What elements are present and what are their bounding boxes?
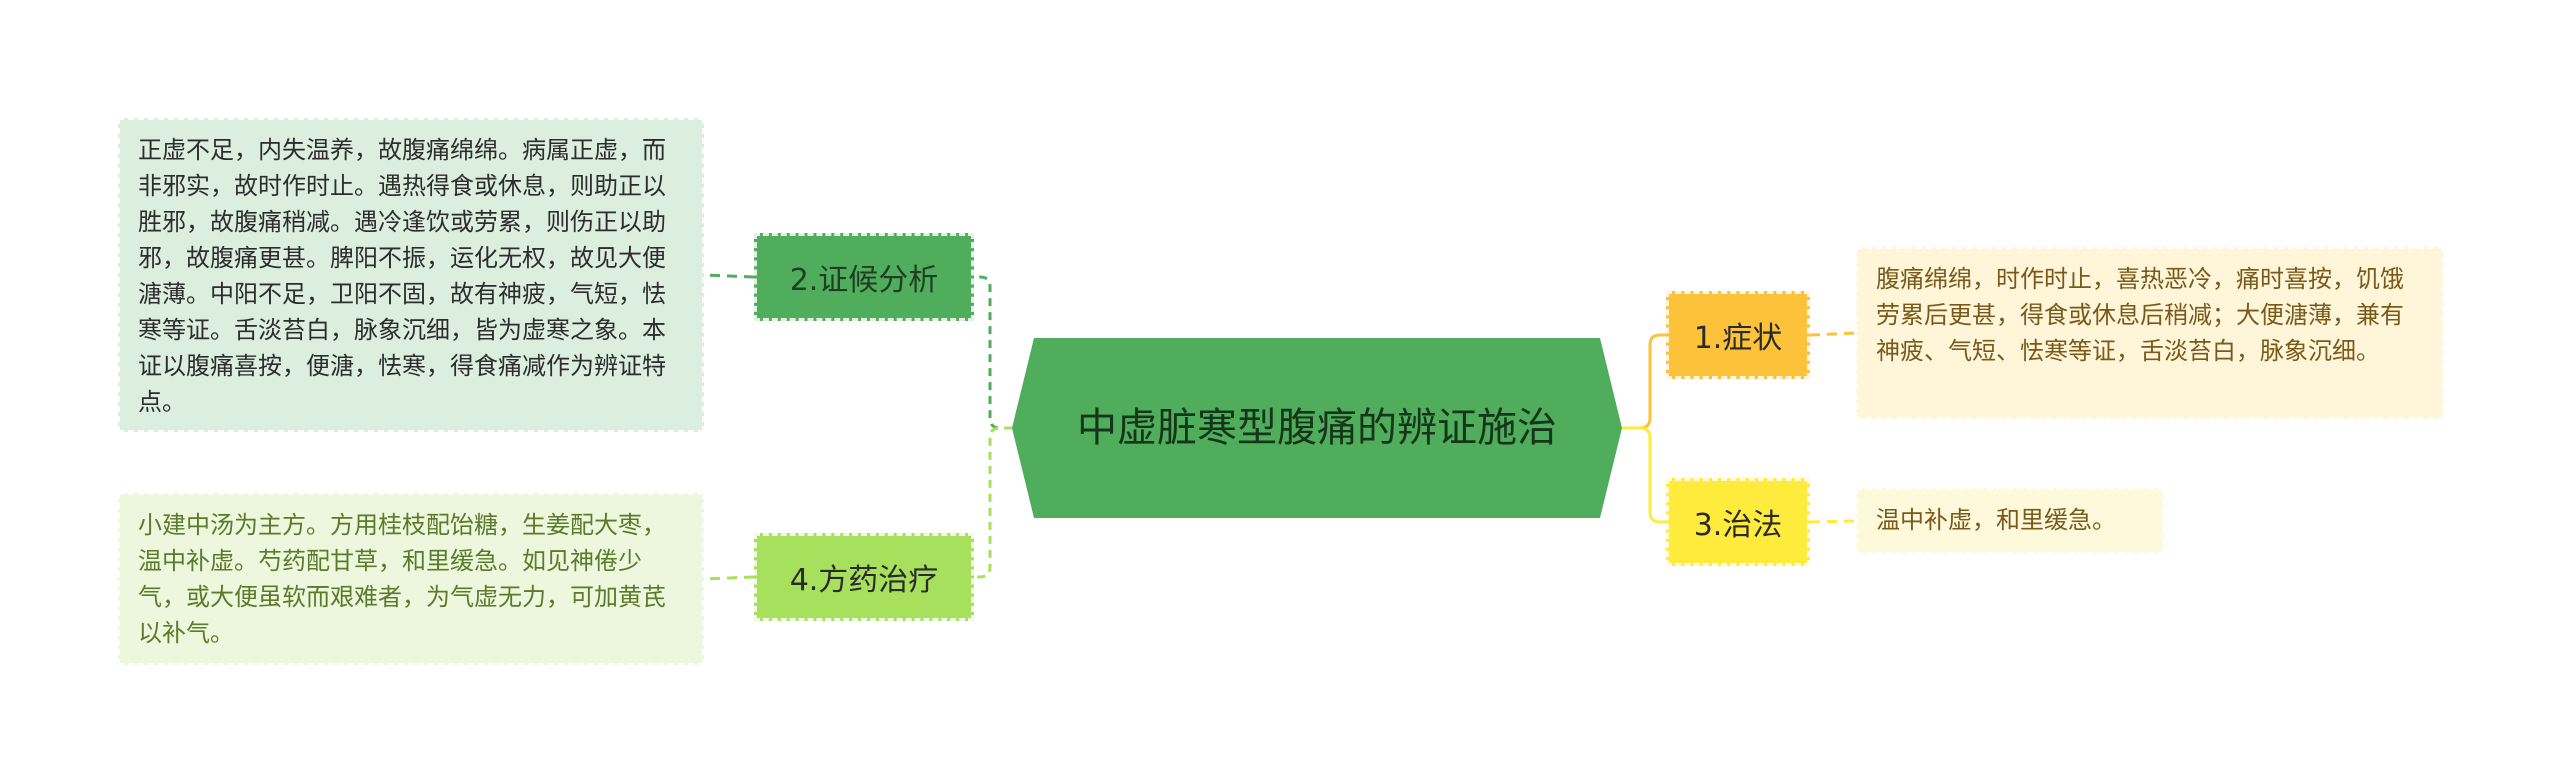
detail-prescription[interactable]: 小建中汤为主方。方用桂枝配饴糖，生姜配大枣，温中补虚。芍药配甘草，和里缓急。如见… xyxy=(118,493,704,665)
detail-syndrome-analysis[interactable]: 正虚不足，内失温养，故腹痛绵绵。病属正虚，而非邪实，故时作时止。遇热得食或休息，… xyxy=(118,118,704,432)
link-treatment-detail xyxy=(1809,519,1857,524)
detail-symptoms-text: 腹痛绵绵，时作时止，喜热恶冷，痛时喜按，饥饿劳累后更甚，得食或休息后稍减；大便溏… xyxy=(1876,265,2404,365)
link-analysis-detail xyxy=(703,273,755,279)
topic-treatment-principle[interactable]: 3.治法 xyxy=(1666,478,1810,566)
detail-treatment-principle[interactable]: 温中补虚，和里缓急。 xyxy=(1856,488,2164,554)
detail-prescription-text: 小建中汤为主方。方用桂枝配饴糖，生姜配大枣，温中补虚。芍药配甘草，和里缓急。如见… xyxy=(138,511,666,647)
topic-symptoms[interactable]: 1.症状 xyxy=(1666,291,1810,379)
topic-syndrome-analysis-label: 2.证候分析 xyxy=(789,263,939,298)
topic-symptoms-label: 1.症状 xyxy=(1693,321,1783,356)
link-center-analysis xyxy=(974,275,1012,430)
link-center-symptom xyxy=(1622,333,1666,430)
topic-treatment-principle-label: 3.治法 xyxy=(1693,508,1783,543)
link-center-treatment xyxy=(1622,426,1666,524)
detail-treatment-principle-text: 温中补虚，和里缓急。 xyxy=(1876,506,2116,534)
link-symptom-detail xyxy=(1809,331,1857,337)
central-topic-label: 中虚脏寒型腹痛的辨证施治 xyxy=(1077,405,1557,451)
detail-syndrome-analysis-text: 正虚不足，内失温养，故腹痛绵绵。病属正虚，而非邪实，故时作时止。遇热得食或休息，… xyxy=(138,136,666,416)
topic-prescription[interactable]: 4.方药治疗 xyxy=(754,533,974,621)
link-center-prescription xyxy=(974,426,1012,579)
link-prescription-detail xyxy=(703,575,755,581)
detail-symptoms[interactable]: 腹痛绵绵，时作时止，喜热恶冷，痛时喜按，饥饿劳累后更甚，得食或休息后稍减；大便溏… xyxy=(1856,247,2444,419)
central-topic[interactable]: 中虚脏寒型腹痛的辨证施治 xyxy=(1012,338,1622,518)
topic-syndrome-analysis[interactable]: 2.证候分析 xyxy=(754,233,974,321)
topic-prescription-label: 4.方药治疗 xyxy=(789,563,939,598)
